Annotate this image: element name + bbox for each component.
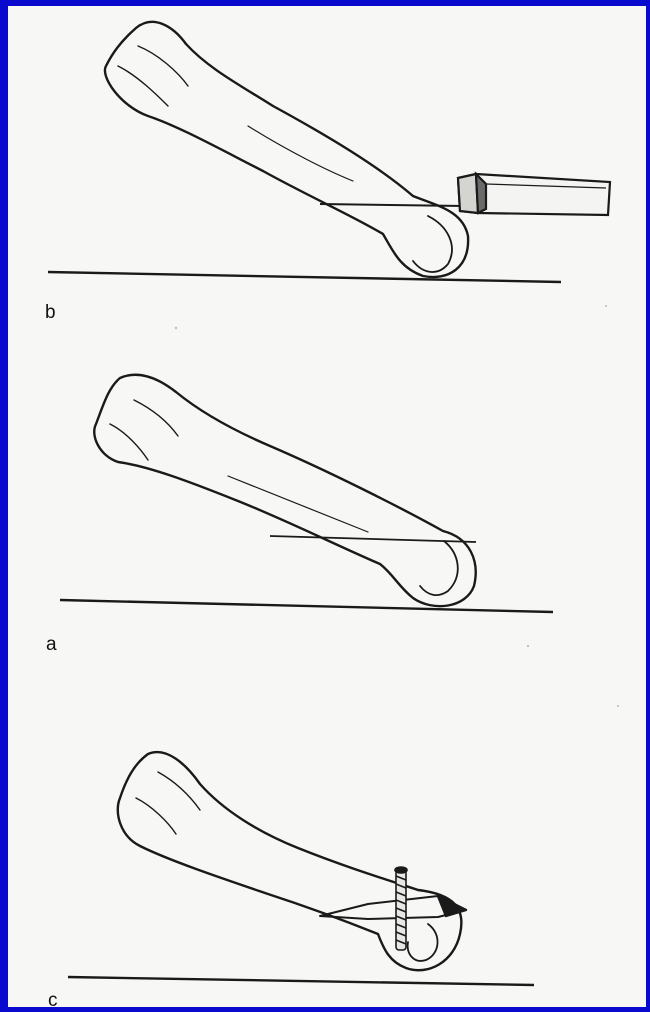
ground-line [48,272,561,282]
screw [395,867,407,950]
panel-c-drawing [8,672,646,1007]
bone-head-contour [408,924,438,961]
ground-line [60,600,553,612]
wedge-block [458,174,610,215]
bone-head-contour [420,541,458,595]
ground-line [68,977,534,985]
panel-a: a [8,336,646,661]
panel-label: b [45,302,56,324]
panel-label: c [48,990,58,1012]
panel-label: a [46,634,57,656]
osteotomy-line [270,536,476,542]
cut-line [320,204,464,206]
illustration-frame: b a [8,6,646,1007]
panel-a-drawing [8,336,646,661]
bone-outline [118,752,462,970]
bone-head-contour [413,216,452,272]
panel-b-drawing [8,6,646,331]
panel-b: b [8,6,646,331]
panel-c: c [8,672,646,1007]
